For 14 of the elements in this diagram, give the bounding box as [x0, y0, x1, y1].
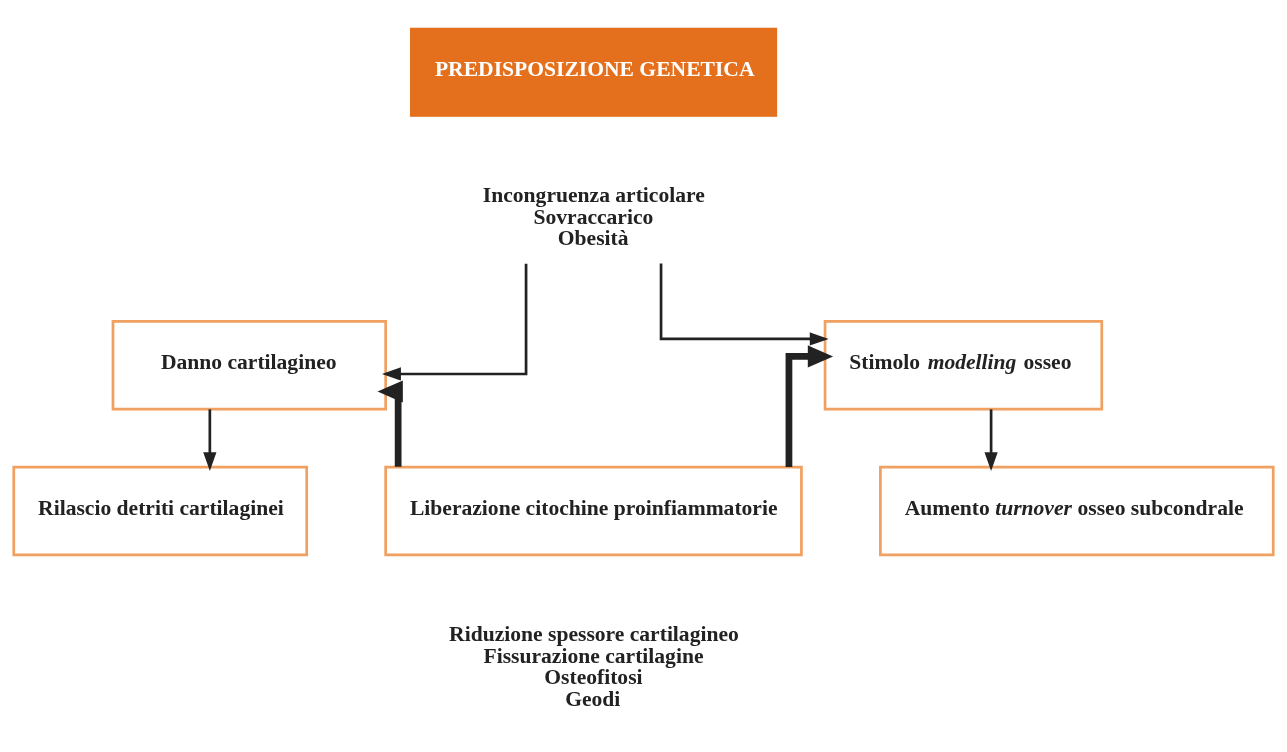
arrow [377, 380, 403, 467]
node-text: Incongruenza articolare Sovraccarico Obesità [482, 183, 705, 251]
arrow [984, 409, 998, 472]
node-box: PREDISPOSIZIONE GENETICA [409, 27, 778, 117]
arrow [659, 263, 829, 346]
arrow [382, 263, 528, 381]
node-box: Stimolo modelling osseo [823, 319, 1104, 411]
node-box: Danno cartilagineo [111, 319, 388, 411]
node-box: Rilascio detriti cartilaginei [12, 465, 309, 557]
label: Riduzione spessore cartilagineo [449, 621, 739, 646]
arrow [203, 409, 217, 472]
node-box: Aumento turnover osseo subcondrale [879, 465, 1275, 557]
arrow [785, 345, 834, 468]
node-box: Liberazione citochine proinfiammatorie [384, 465, 803, 557]
